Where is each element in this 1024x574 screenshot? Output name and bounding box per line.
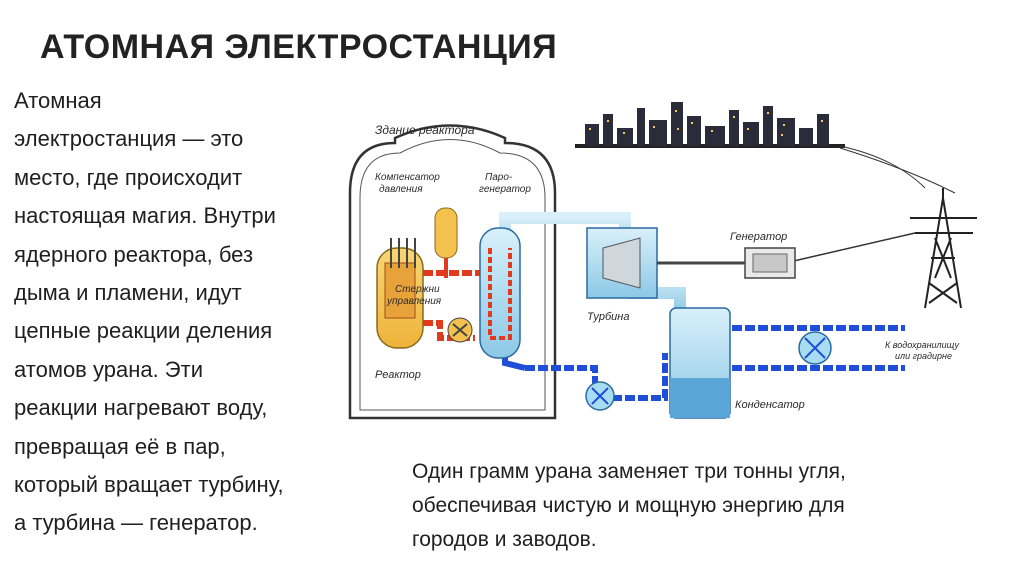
body-line: настоящая магия. Внутри xyxy=(14,203,276,229)
body-line: место, где происходит xyxy=(14,164,243,190)
condenser-icon xyxy=(669,307,731,419)
label-generator: Генератор xyxy=(730,231,787,243)
city-skyline-icon xyxy=(575,102,845,148)
npp-diagram: Здание реактора Стержни управления Компе… xyxy=(348,102,977,420)
label-condenser: Конденсатор xyxy=(735,399,805,411)
label-steam-gen-1: Паро- xyxy=(485,172,513,183)
body-line: электростанция — это xyxy=(14,126,244,152)
turbine-icon xyxy=(586,227,745,299)
slide-title: АТОМНАЯ ЭЛЕКТРОСТАНЦИЯ xyxy=(40,28,558,66)
body-text: Атомная электростанция — это место, где … xyxy=(14,82,334,543)
body-line: реакции нагревают воду, xyxy=(14,395,268,421)
caption: Один грамм урана заменяет три тонны угля… xyxy=(412,455,1012,557)
body-line: Атомная xyxy=(14,88,102,113)
reactor-icon xyxy=(376,238,424,349)
caption-line: городов и заводов. xyxy=(412,528,597,551)
body-line: атомов урана. Эти xyxy=(14,356,203,382)
body-line: ядерного реактора, без xyxy=(14,241,254,267)
steam-generator-icon xyxy=(479,227,521,359)
label-to-reservoir-1: К водохранилищу xyxy=(885,340,959,350)
caption-line: Один грамм урана заменяет три тонны угля… xyxy=(412,460,846,483)
label-to-reservoir-2: или градирне xyxy=(895,351,952,361)
label-steam-gen-2: генератор xyxy=(479,184,531,195)
body-line: который вращает турбину, xyxy=(14,472,284,498)
reactor-building xyxy=(348,124,557,420)
caption-line: обеспечивая чистую и мощную энергию для xyxy=(412,494,845,517)
label-reactor: Реактор xyxy=(375,369,421,381)
body-line: а турбина — генератор. xyxy=(14,510,258,536)
generator-icon xyxy=(744,247,796,279)
label-pressurizer-1: Компенсатор xyxy=(375,172,440,183)
label-control-rods-1: Стержни xyxy=(395,284,440,295)
pressurizer-icon xyxy=(434,207,458,278)
label-control-rods-2: управления xyxy=(386,296,442,307)
body-line: цепные реакции деления xyxy=(14,318,273,344)
label-reactor-building: Здание реактора xyxy=(375,123,475,137)
body-line: превращая её в пар, xyxy=(14,433,226,459)
power-pylon-icon xyxy=(910,188,977,309)
label-turbine: Турбина xyxy=(587,311,629,323)
body-line: дыма и пламени, идут xyxy=(14,280,242,306)
label-pressurizer-2: давления xyxy=(379,184,423,195)
